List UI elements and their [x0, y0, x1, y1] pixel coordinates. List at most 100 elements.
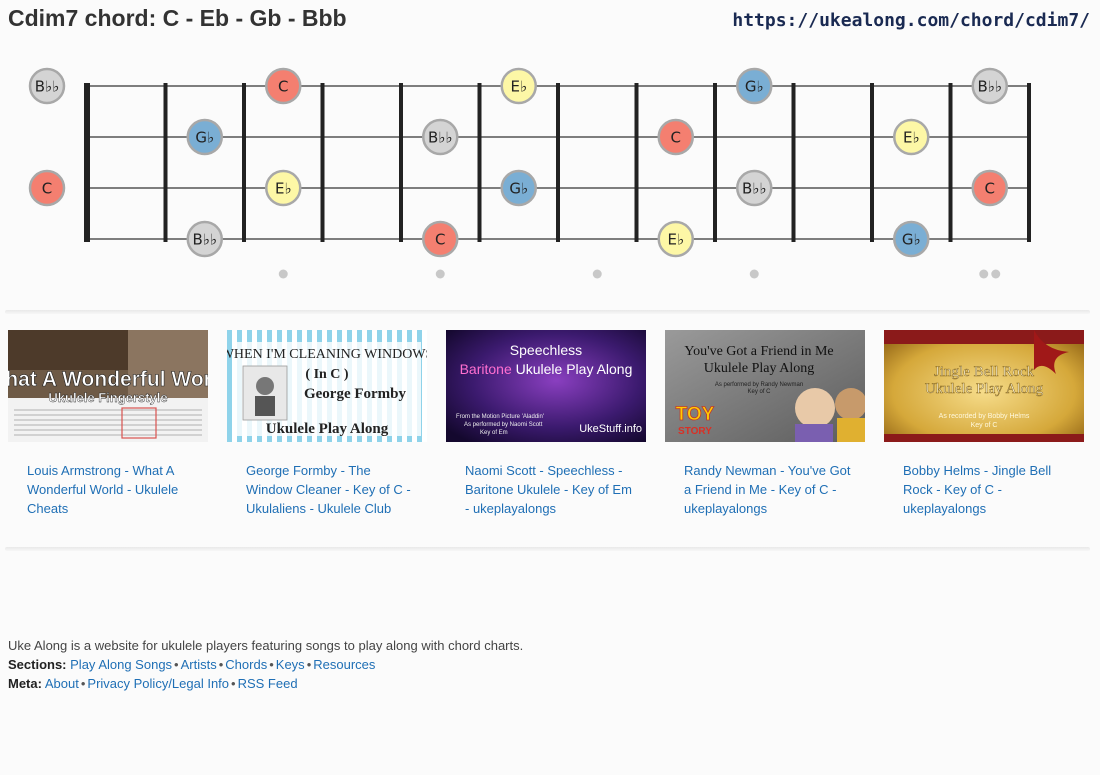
footer-description: Uke Along is a website for ukulele playe… [8, 638, 524, 653]
note-label: C [671, 129, 681, 147]
footer-separator: • [306, 657, 312, 672]
footer-sections-label: Sections: [8, 657, 67, 672]
thumb-title: Jingle Bell Rock [934, 364, 1034, 380]
note-circle [736, 67, 773, 105]
thumb-subtitle: Baritone Ukulele Play Along [460, 361, 633, 377]
video-title-link[interactable]: Naomi Scott - Speechless - Baritone Ukul… [465, 463, 632, 516]
note-circle [893, 220, 930, 258]
note-label: G♭ [902, 231, 921, 249]
footer-link-artists[interactable]: Artists [180, 657, 217, 672]
footer-separator: • [174, 657, 179, 672]
note-marker: B♭♭ [186, 220, 223, 258]
thumb-artist: George Formby [304, 386, 407, 402]
note-marker: G♭ [736, 67, 773, 105]
footer-separator: • [269, 657, 274, 672]
note-circle [265, 169, 302, 207]
note-label: G♭ [195, 129, 214, 147]
footer-separator: • [218, 657, 224, 672]
note-label: C [435, 231, 445, 249]
note-label: C [278, 78, 288, 96]
note-circle [186, 220, 223, 258]
note-label: B♭♭ [978, 78, 1002, 96]
note-marker: B♭♭ [971, 67, 1008, 105]
note-circle [893, 118, 930, 156]
inlay-dot [435, 269, 445, 279]
footer-link-about[interactable]: About [44, 676, 79, 691]
footer-link-privacy[interactable]: Privacy Policy/Legal Info [87, 676, 230, 691]
video-thumbnail[interactable]: You've Got a Friend in Me Ukulele Play A… [665, 330, 865, 442]
thumb-subtitle: Ukulele Play Along [704, 361, 814, 376]
video-title-link[interactable]: Louis Armstrong - What A Wonderful World… [27, 463, 179, 516]
note-label: E♭ [667, 231, 684, 249]
thumb-footer: Ukulele Play Along [266, 421, 389, 437]
note-label: B♭♭ [742, 180, 766, 198]
note-circle [28, 67, 66, 105]
page-url-link[interactable]: https://ukealong.com/chord/cdim7/ [732, 10, 1090, 31]
inlay-dot [991, 269, 1001, 279]
note-marker: B♭♭ [422, 118, 459, 156]
note-circle [186, 118, 223, 156]
note-label: G♭ [509, 180, 528, 198]
note-marker: C [657, 118, 694, 156]
thumb-note: As recorded by Bobby Helms [939, 413, 1030, 420]
note-circle [422, 220, 459, 258]
page-header: Cdim7 chord: C - Eb - Gb - Bbb https://u… [0, 0, 1100, 40]
video-thumbnail[interactable]: WHEN I'M CLEANING WINDOWS ( In C ) Georg… [227, 330, 427, 442]
note-marker: E♭ [500, 67, 537, 105]
note-marker: E♭ [893, 118, 930, 156]
note-marker: C [422, 220, 459, 258]
note-circle [500, 169, 537, 207]
footer-link-resources[interactable]: Resources [313, 657, 376, 672]
thumb-title: WHEN I'M CLEANING WINDOWS [227, 347, 427, 362]
note-marker: C [28, 169, 66, 207]
footer-link-play-along-songs[interactable]: Play Along Songs [70, 657, 173, 672]
note-label: C [42, 180, 52, 198]
divider-top [5, 310, 1090, 314]
note-marker: B♭♭ [28, 67, 66, 105]
note-label: B♭♭ [193, 231, 217, 249]
note-label: B♭♭ [428, 129, 452, 147]
note-label: E♭ [903, 129, 920, 147]
thumb-note: Key of Em [480, 430, 508, 436]
site-footer: Uke Along is a website for ukulele playe… [8, 636, 523, 693]
note-marker: E♭ [265, 169, 302, 207]
note-circle [422, 118, 459, 156]
thumb-logo: TOY [676, 404, 715, 425]
footer-link-keys[interactable]: Keys [275, 657, 305, 672]
video-thumbnail[interactable]: Speechless Baritone Ukulele Play Along F… [446, 330, 646, 442]
thumb-title: You've Got a Friend in Me [684, 344, 833, 359]
note-label: E♭ [275, 180, 292, 198]
thumb-note: As performed by Naomi Scott [464, 422, 543, 428]
note-label: E♭ [510, 78, 527, 96]
footer-separator: • [231, 676, 236, 691]
footer-separator: • [80, 676, 86, 691]
note-circle [265, 67, 302, 105]
thumb-note: From the Motion Picture 'Aladdin' [456, 414, 544, 420]
thumb-note: Key of C [971, 422, 998, 429]
thumb-brand: UkeStuff.info [579, 423, 642, 435]
video-thumbnail[interactable]: What A Wonderful World Ukulele Fingersty… [8, 330, 208, 442]
thumb-title: Speechless [510, 342, 582, 358]
note-label: G♭ [745, 78, 764, 96]
footer-link-rss-feed[interactable]: RSS Feed [237, 676, 298, 691]
fretboard-inlays [278, 269, 1001, 279]
note-circle [500, 67, 537, 105]
thumb-subtitle: Ukulele Fingerstyle [48, 390, 167, 405]
note-marker: E♭ [657, 220, 694, 258]
footer-link-chords[interactable]: Chords [225, 657, 268, 672]
video-title-link[interactable]: Bobby Helms - Jingle Bell Rock - Key of … [903, 463, 1052, 516]
inlay-dot [979, 269, 989, 279]
video-title-link[interactable]: Randy Newman - You've Got a Friend in Me… [684, 463, 851, 516]
thumb-note: Key of C [747, 389, 771, 395]
divider-bottom [5, 547, 1090, 551]
note-circle [736, 169, 773, 207]
video-thumbnail[interactable]: Jingle Bell Rock Ukulele Play Along As r… [884, 330, 1084, 442]
thumb-subtitle: ( In C ) [305, 367, 349, 382]
video-title-link[interactable]: George Formby - The Window Cleaner - Key… [246, 463, 411, 516]
note-circle [971, 67, 1008, 105]
note-marker: G♭ [186, 118, 223, 156]
page-title: Cdim7 chord: C - Eb - Gb - Bbb [8, 5, 347, 31]
note-marker: G♭ [893, 220, 930, 258]
